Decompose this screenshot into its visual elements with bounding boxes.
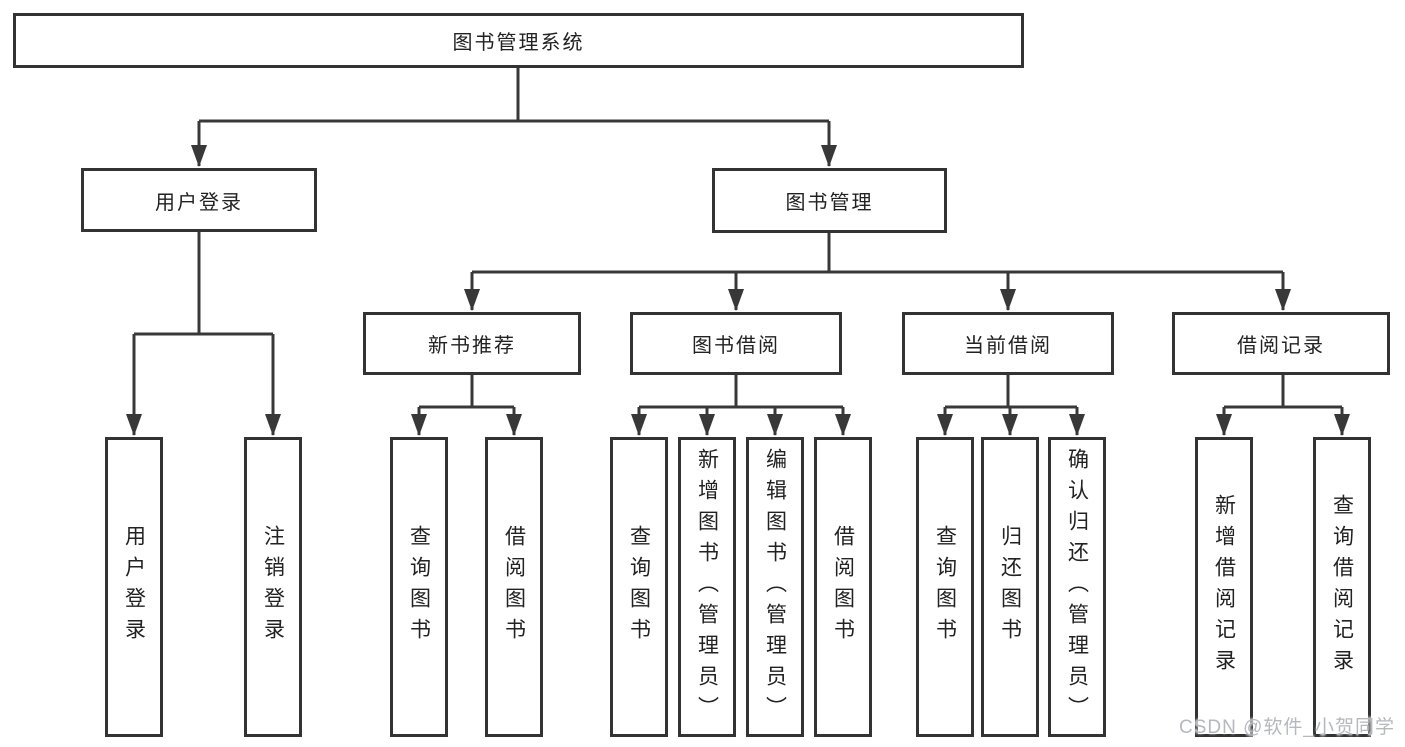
leaf-query-books-2: 查询图书 xyxy=(610,437,668,737)
leaf-return-books: 归还图书 xyxy=(981,437,1039,737)
leaf-label: 借阅图书 xyxy=(502,525,526,649)
connector-new-book-recommend-to-leaves xyxy=(419,375,514,409)
leaf-label: 查询图书 xyxy=(407,525,431,649)
leaf-label: 新增借阅记录 xyxy=(1212,494,1236,680)
leaf-label: 查询借阅记录 xyxy=(1330,494,1354,680)
leaf-query-books-3: 查询图书 xyxy=(916,437,974,737)
node-label: 图书借阅 xyxy=(692,335,780,357)
node-current-borrowing: 当前借阅 xyxy=(902,312,1114,375)
node-book-management: 图书管理 xyxy=(712,168,947,233)
leaf-edit-book-admin: 编辑图书（管理员） xyxy=(746,437,804,737)
node-label: 图书管理 xyxy=(785,192,874,214)
leaf-label: 查询图书 xyxy=(933,525,957,649)
node-label: 借阅记录 xyxy=(1237,335,1325,357)
csdn-watermark: CSDN @软件_小贺同学 xyxy=(1179,717,1395,738)
connector-book-borrowing-to-leaves xyxy=(639,375,843,409)
node-user-login: 用户登录 xyxy=(81,168,317,232)
leaf-label: 新增图书（管理员） xyxy=(695,447,719,727)
node-library-management-system: 图书管理系统 xyxy=(13,13,1024,68)
leaf-user-login: 用户登录 xyxy=(105,437,163,737)
leaf-label: 查询图书 xyxy=(627,525,651,649)
node-label: 当前借阅 xyxy=(964,335,1052,357)
leaf-query-borrow-record: 查询借阅记录 xyxy=(1313,437,1371,737)
connector-current-borrowing-to-leaves xyxy=(945,375,1077,409)
leaf-label: 用户登录 xyxy=(122,525,146,649)
leaf-confirm-return-admin: 确认归还（管理员） xyxy=(1048,437,1106,737)
leaf-logout: 注销登录 xyxy=(244,437,302,737)
node-new-book-recommend: 新书推荐 xyxy=(363,312,581,375)
connector-book-management-to-level3 xyxy=(472,233,1283,274)
leaf-query-books-1: 查询图书 xyxy=(390,437,448,737)
connector-root-to-level2 xyxy=(199,68,829,123)
node-book-borrowing: 图书借阅 xyxy=(630,312,842,375)
leaf-add-borrow-record: 新增借阅记录 xyxy=(1195,437,1253,737)
leaf-borrow-books-2: 借阅图书 xyxy=(814,437,872,737)
leaf-label: 编辑图书（管理员） xyxy=(763,447,787,727)
leaf-borrow-books-1: 借阅图书 xyxy=(485,437,543,737)
leaf-label: 注销登录 xyxy=(261,525,285,649)
leaf-label: 借阅图书 xyxy=(831,525,855,649)
node-label: 图书管理系统 xyxy=(452,32,585,54)
node-borrowing-records: 借阅记录 xyxy=(1172,312,1390,375)
connector-user-login-to-leaves xyxy=(134,232,273,336)
leaf-add-book-admin: 新增图书（管理员） xyxy=(678,437,736,737)
connector-borrowing-records-to-leaves xyxy=(1224,375,1342,409)
leaf-label: 确认归还（管理员） xyxy=(1065,447,1089,727)
leaf-label: 归还图书 xyxy=(998,525,1022,649)
node-label: 用户登录 xyxy=(155,191,243,214)
node-label: 新书推荐 xyxy=(428,335,516,357)
